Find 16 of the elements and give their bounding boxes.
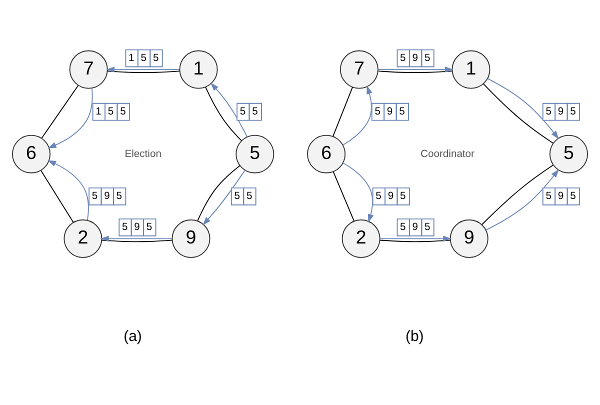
edge-label: 5 9 5 xyxy=(546,106,576,118)
edge-label: 5 5 xyxy=(234,191,252,202)
label: Election xyxy=(124,148,162,160)
label: (b) xyxy=(405,328,424,345)
edge-label: 5 5 xyxy=(240,106,258,118)
edge-label: 5 9 5 xyxy=(546,191,576,202)
edge-label: 5 9 5 xyxy=(374,106,405,118)
edge-label: 5 9 5 xyxy=(400,52,430,64)
label: (a) xyxy=(124,328,142,345)
edge-label: 5 9 5 xyxy=(376,191,406,202)
edge-label: 5 9 5 xyxy=(400,222,430,234)
edge-label: 1 5 5 xyxy=(128,52,159,64)
edge-label: 5 9 5 xyxy=(122,222,152,234)
label: Coordinator xyxy=(420,148,474,160)
edge-label: 5 9 5 xyxy=(92,191,122,202)
edge-label: 1 5 5 xyxy=(96,106,126,118)
